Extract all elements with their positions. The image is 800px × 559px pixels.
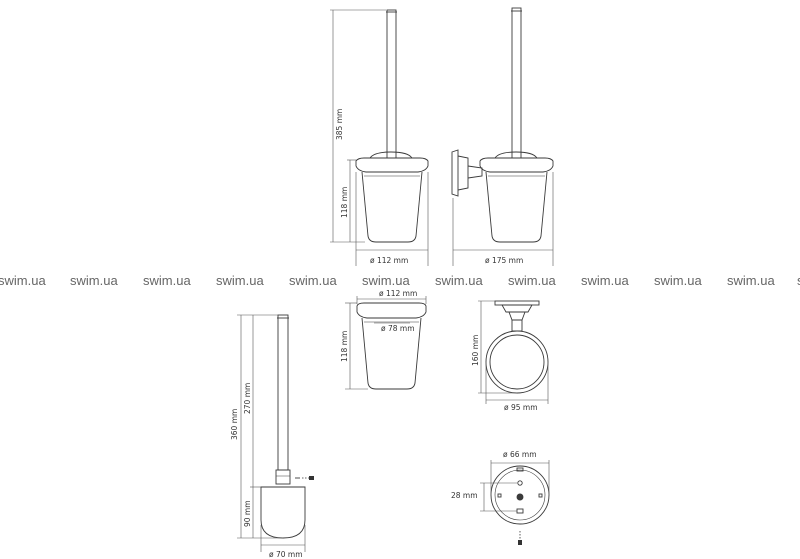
front-rim-top — [369, 151, 413, 159]
side-bracket — [457, 155, 469, 191]
ring-neck — [508, 311, 526, 321]
ring-height-label: 160 mm — [471, 335, 480, 366]
mount-view-dims — [480, 460, 550, 512]
brush-total-length-label: 360 mm — [230, 409, 239, 440]
ring-wall-plate — [494, 300, 540, 306]
ring-plate-base — [501, 304, 533, 313]
mount-view — [490, 465, 550, 525]
front-brush-handle — [386, 9, 397, 159]
side-view-dims — [452, 172, 554, 266]
front-glass-cup — [361, 171, 423, 243]
side-view — [451, 7, 554, 243]
side-brush-handle — [511, 7, 522, 159]
side-depth-label: ø 175 mm — [485, 256, 523, 265]
ring-view — [485, 300, 549, 394]
brush-head-height-label: 90 mm — [243, 500, 252, 527]
side-rim-top — [494, 151, 538, 159]
mount-hole-top — [517, 480, 523, 486]
watermark-10: swim.ua — [654, 273, 702, 288]
brush-pointer-marker — [309, 476, 314, 480]
front-height-cup-label: 118 mm — [340, 187, 349, 218]
watermark-5: swim.ua — [289, 273, 337, 288]
cup-rim — [356, 302, 427, 319]
mount-inner-circle — [494, 469, 546, 521]
watermark-9: swim.ua — [581, 273, 629, 288]
ring-view-dims — [478, 300, 549, 404]
brush-view-dims — [237, 314, 306, 552]
ring-outer — [485, 330, 549, 394]
cup-outer-diameter-label: ø 112 mm — [379, 289, 417, 298]
mount-diameter-label: ø 66 mm — [503, 450, 537, 459]
front-height-total-label: 385 mm — [335, 109, 344, 140]
mount-pointer-marker — [518, 540, 522, 545]
brush-pointer — [302, 476, 314, 480]
watermark-row: swim.ua swim.ua swim.ua swim.ua swim.ua … — [0, 273, 800, 288]
brush-head — [260, 486, 306, 539]
front-view — [355, 9, 429, 243]
watermark-2: swim.ua — [70, 273, 118, 288]
brush-handle — [277, 314, 289, 471]
side-arm — [467, 165, 483, 179]
cup-inner-diameter-label: ø 78 mm — [381, 324, 415, 333]
watermark-1: swim.ua — [0, 273, 46, 288]
mount-hole-center — [516, 493, 524, 501]
brush-handle-length-label: 270 mm — [243, 383, 252, 414]
side-rim — [479, 157, 554, 173]
cup-glass — [361, 317, 422, 390]
front-rim — [355, 157, 429, 173]
watermark-7: swim.ua — [435, 273, 483, 288]
cup-view — [356, 302, 427, 390]
side-wall-plate — [451, 149, 459, 197]
front-view-dims — [330, 9, 429, 266]
watermark-12: swim.ua — [797, 273, 800, 288]
watermark-8: swim.ua — [508, 273, 556, 288]
front-diameter-label: ø 112 mm — [370, 256, 408, 265]
watermark-4: swim.ua — [216, 273, 264, 288]
watermark-3: swim.ua — [143, 273, 191, 288]
brush-view — [260, 314, 306, 539]
ring-stem — [511, 319, 523, 332]
ring-diameter-label: ø 95 mm — [504, 403, 538, 412]
brush-collar — [275, 469, 291, 485]
mount-notch-top — [516, 467, 524, 472]
cup-view-dims — [345, 296, 427, 390]
cup-height-label: 118 mm — [340, 331, 349, 362]
mount-pointer — [518, 531, 522, 545]
mount-notch-left — [497, 493, 502, 498]
mount-hole-spacing-label: 28 mm — [451, 491, 478, 500]
mount-notch-right — [538, 493, 543, 498]
brush-head-diameter-label: ø 70 mm — [269, 550, 303, 559]
side-glass-cup — [485, 171, 548, 243]
watermark-6: swim.ua — [362, 273, 410, 288]
mount-slot-bottom — [516, 508, 524, 514]
watermark-11: swim.ua — [727, 273, 775, 288]
ring-inner — [489, 334, 545, 390]
